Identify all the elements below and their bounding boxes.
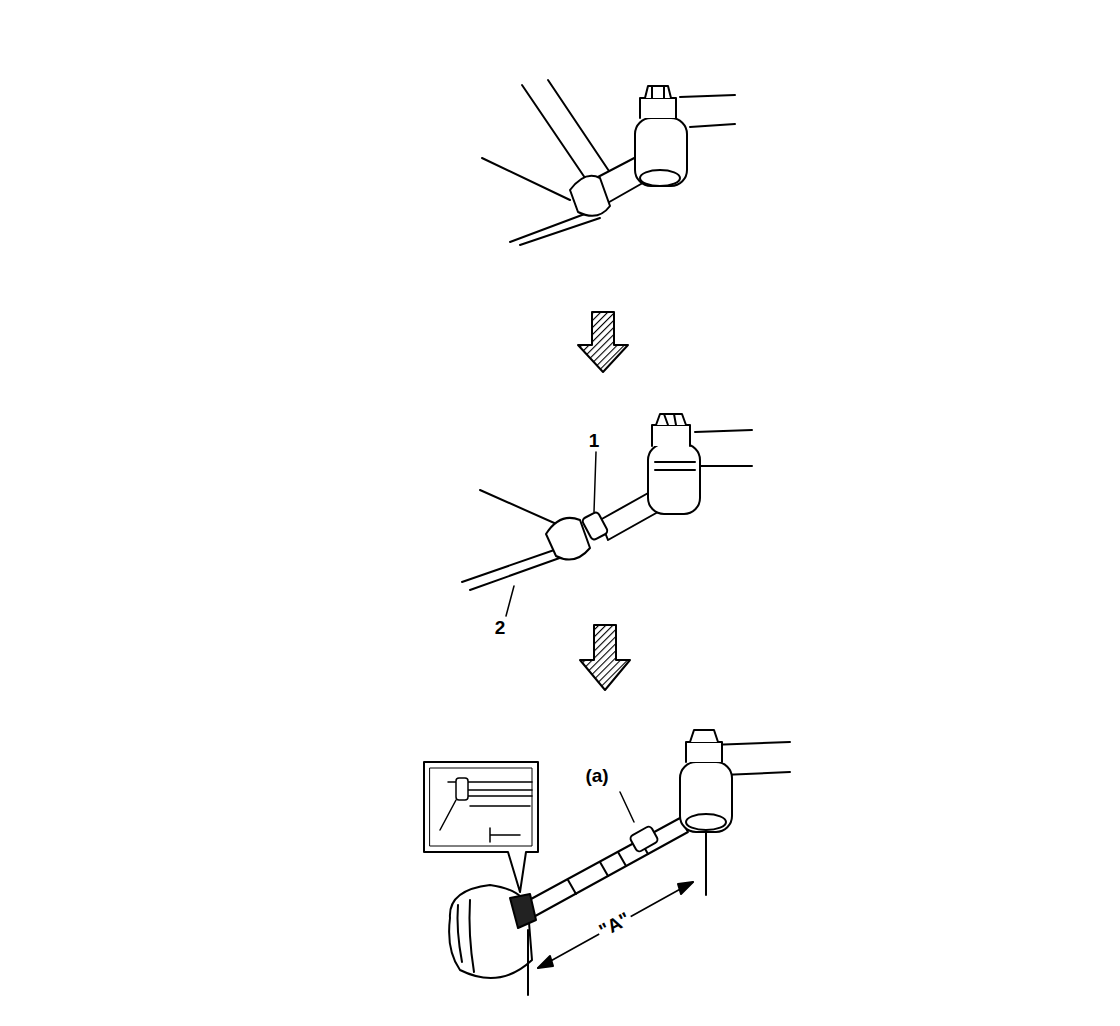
stage-two	[462, 414, 752, 590]
stage-three	[424, 452, 790, 995]
callout-label: 1	[587, 431, 602, 452]
dimension-label: "A"	[594, 907, 635, 942]
step-arrow	[578, 312, 628, 372]
step-arrow	[580, 625, 630, 690]
callout-label: 2	[493, 618, 508, 639]
stage-one	[482, 80, 735, 245]
callout-label: (a)	[583, 766, 610, 787]
